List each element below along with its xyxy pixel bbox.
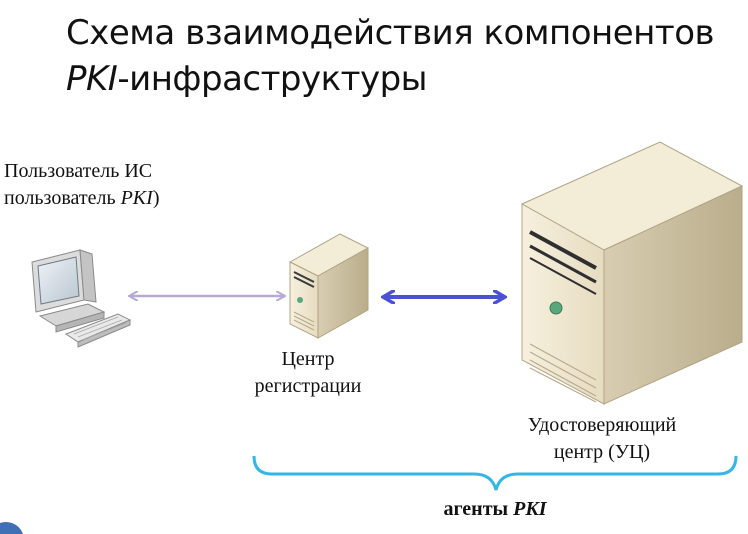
user-label-suffix: )	[152, 187, 160, 209]
title-line-2: PKI-инфраструктуры	[66, 56, 736, 102]
user-label-line2: пользователь PKI)	[4, 185, 159, 212]
agents-label: агенты PKI	[400, 496, 590, 523]
user-label-line1: Пользователь ИС	[4, 160, 153, 182]
ca-label-line2: центр (УЦ)	[553, 441, 651, 463]
registration-center-label: Центр регистрации	[248, 346, 368, 400]
user-label-prefix: пользователь	[4, 187, 121, 209]
ra-label-line1: Центр	[281, 348, 335, 370]
ca-server-icon	[520, 141, 744, 405]
agents-brace	[252, 455, 738, 491]
title-pki: PKI	[66, 59, 118, 99]
ca-label-line1: Удостоверяющий	[527, 414, 677, 436]
ra-label-line2: регистрации	[254, 375, 362, 397]
user-label: Пользователь ИС пользователь PKI)	[4, 158, 159, 212]
agents-prefix: агенты	[443, 498, 514, 520]
title-line-1: Схема взаимодействия компонентов	[66, 13, 715, 53]
registration-server-icon	[288, 233, 370, 339]
slide-marker-icon	[0, 522, 23, 534]
page-title: Схема взаимодействия компонентов PKI-инф…	[66, 10, 736, 102]
certification-authority-label: Удостоверяющий центр (УЦ)	[502, 412, 702, 466]
user-label-pki: PKI	[120, 187, 153, 209]
agents-pki: PKI	[513, 498, 547, 520]
title-suffix: -инфраструктуры	[117, 59, 428, 99]
computer-icon	[31, 249, 132, 348]
